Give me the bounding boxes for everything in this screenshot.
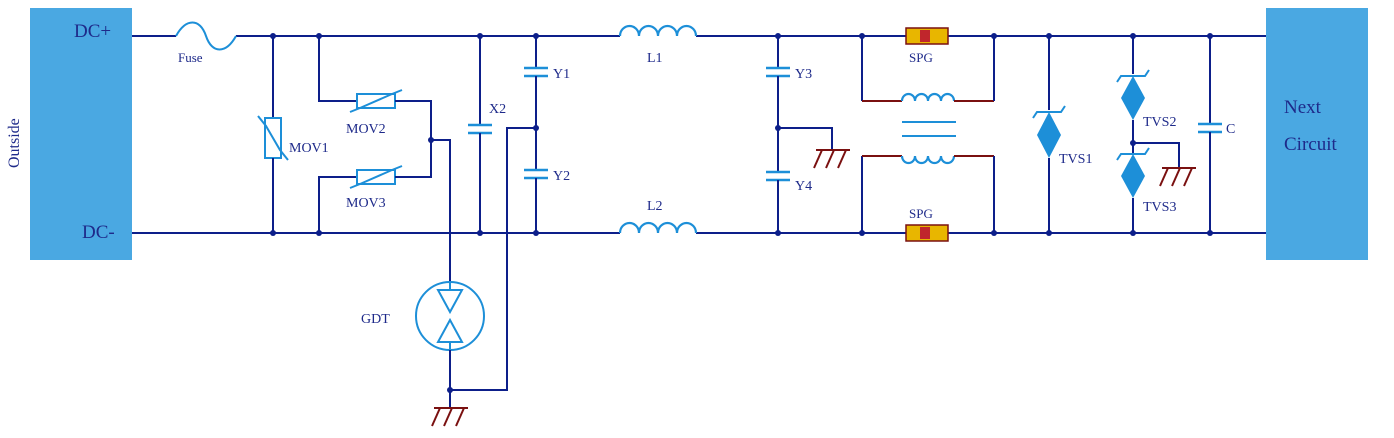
tvs-ground-wire [1133,142,1180,168]
spg-bottom-label: SPG [909,206,933,221]
next-circuit-label-line1: Next [1284,97,1322,118]
l1-label: L1 [647,51,663,66]
l1-inductor-symbol [618,24,698,37]
tvs2-symbol [1116,36,1150,154]
y1-capacitor-symbol [524,36,548,170]
x2-capacitor-symbol [468,36,492,233]
mov2-symbol [318,36,432,140]
outside-label: Outside [6,118,23,168]
mov3-label: MOV3 [346,196,386,211]
y4-label: Y4 [795,179,812,194]
tvs1-symbol [1032,36,1066,233]
l2-inductor-symbol [618,221,698,234]
gdt-label: GDT [361,312,390,327]
y3-capacitor-symbol [766,36,790,172]
mov3-symbol [318,140,432,233]
l2-label: L2 [647,199,663,214]
dc-negative-label: DC- [82,222,115,243]
tvs3-label: TVS3 [1143,200,1176,215]
y2-capacitor-symbol [524,168,548,233]
mov2-label: MOV2 [346,122,386,137]
fuse-symbol [175,21,237,51]
gdt-feed-wire [431,139,451,282]
y-ground-wire [778,127,833,150]
y1-label: Y1 [553,67,570,82]
c-capacitor-symbol [1198,36,1222,233]
tvs2-label: TVS2 [1143,115,1176,130]
gdt-symbol [415,281,485,408]
tvs1-label: TVS1 [1059,152,1092,167]
next-circuit-block [1266,8,1368,260]
tvs-ground-icon [1159,167,1196,187]
junction-dots [270,33,1213,393]
fuse-label: Fuse [178,50,203,65]
y4-capacitor-symbol [766,170,790,233]
x2-label: X2 [489,102,506,117]
spg-bottom-symbol [905,224,949,242]
gdt-ground-icon [431,407,468,427]
common-mode-choke-symbol [861,36,995,233]
mov1-label: MOV1 [289,141,329,156]
next-circuit-label-line2: Circuit [1284,134,1337,155]
outside-block [30,8,132,260]
y3-label: Y3 [795,67,812,82]
dc-positive-label: DC+ [74,21,111,42]
spg-top-symbol [905,27,949,45]
y2-label: Y2 [553,169,570,184]
tvs3-symbol [1116,147,1150,233]
gdt-to-y-midpoint-wire [450,127,536,391]
c-label: C [1226,122,1235,137]
spg-top-label: SPG [909,50,933,65]
mov1-symbol [257,36,289,233]
y-ground-icon [813,149,850,169]
